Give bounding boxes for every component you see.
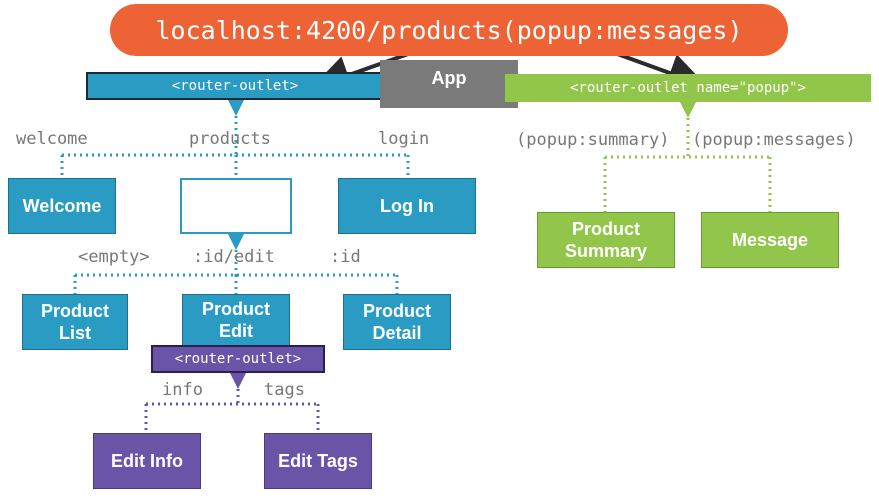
primary-tree-lines (60, 92, 410, 294)
route-label-popup-messages: (popup:messages) (692, 130, 856, 150)
route-label-products: products (189, 129, 271, 149)
child-router-outlet: <router-outlet> (151, 345, 325, 373)
node-edit-info: Edit Info (93, 433, 201, 489)
node-login: Log In (338, 178, 476, 234)
node-product-summary: Product Summary (537, 212, 675, 268)
route-label-id-edit: :id/edit (193, 247, 275, 267)
child-tree-lines (144, 365, 320, 433)
url-bar: localhost:4200/products(popup:messages) (110, 4, 788, 56)
popup-router-outlet: <router-outlet name="popup"> (505, 74, 871, 102)
route-label-id: :id (330, 247, 361, 267)
route-label-empty: <empty> (78, 247, 150, 267)
primary-router-outlet: <router-outlet> (86, 72, 384, 100)
route-label-welcome: welcome (16, 129, 88, 149)
node-product-detail: Product Detail (343, 294, 451, 350)
node-welcome: Welcome (8, 178, 116, 234)
route-label-login: login (378, 129, 430, 149)
popup-tree-lines (603, 94, 772, 212)
node-product-edit: Product Edit (182, 294, 290, 346)
app-component: App (380, 60, 518, 108)
node-message: Message (701, 212, 839, 268)
node-products-placeholder (180, 178, 292, 234)
route-label-info: info (162, 380, 203, 400)
route-label-popup-summary: (popup:summary) (516, 130, 670, 150)
route-label-tags: tags (264, 380, 305, 400)
node-product-list: Product List (22, 294, 128, 350)
node-edit-tags: Edit Tags (264, 433, 372, 489)
